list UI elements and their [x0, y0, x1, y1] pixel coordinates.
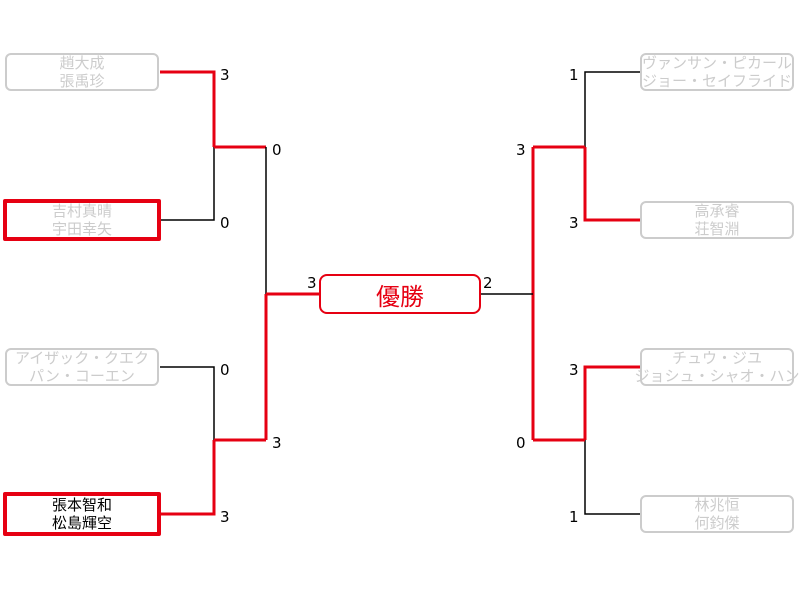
line-right-team3: [583, 365, 640, 440]
score-right-final: 2: [483, 274, 493, 292]
team-box-left-2: 吉村真晴 宇田幸矢: [3, 199, 161, 241]
team-box-left-4: 張本智和 松島輝空: [3, 492, 161, 536]
score-right-team2: 3: [569, 214, 579, 232]
score-right-team3: 3: [569, 361, 579, 379]
team-player-2: 宇田幸矢: [51, 220, 112, 238]
team-player-1: ヴァンサン・ピカール: [642, 54, 793, 72]
score-left-semi2: 3: [272, 434, 282, 452]
team-player-1: 吉村真晴: [51, 202, 112, 220]
line-left-team1: [160, 70, 216, 147]
team-player-2: ジョシュ・シャオ・ハン: [634, 367, 800, 385]
champion-box: 優勝: [319, 274, 481, 314]
team-player-2: パン・コーエン: [29, 367, 135, 385]
team-player-2: ジョー・セイフライド: [642, 72, 793, 90]
team-box-right-1: ヴァンサン・ピカール ジョー・セイフライド: [640, 53, 794, 91]
score-right-semi1: 3: [516, 141, 526, 159]
team-player-2: 荘智淵: [694, 220, 740, 238]
champion-label: 優勝: [376, 282, 424, 311]
team-player-1: 趙大成: [59, 54, 105, 72]
team-box-right-2: 高承睿 荘智淵: [640, 201, 794, 239]
team-player-1: アイザック・クエク: [15, 349, 149, 367]
score-left-team2: 0: [220, 214, 230, 232]
score-left-team1: 3: [220, 66, 230, 84]
line-left-team2: [160, 147, 215, 221]
score-right-semi2: 0: [516, 434, 526, 452]
team-box-right-4: 林兆恒 何鈞傑: [640, 495, 794, 533]
line-left-team4: [160, 440, 216, 516]
line-right-team1: [584, 71, 640, 147]
score-left-final: 3: [307, 274, 317, 292]
score-right-team4: 1: [569, 508, 579, 526]
line-right-team2: [583, 147, 640, 222]
team-player-2: 何鈞傑: [694, 514, 740, 532]
score-left-team4: 3: [220, 508, 230, 526]
team-player-1: 張本智和: [51, 496, 112, 514]
team-player-2: 張禹珍: [59, 72, 105, 90]
team-box-left-3: アイザック・クエク パン・コーエン: [5, 348, 159, 386]
team-player-2: 松島輝空: [51, 514, 112, 532]
score-left-team3: 0: [220, 361, 230, 379]
team-box-right-3: チュウ・ジユ ジョシュ・シャオ・ハン: [635, 348, 800, 386]
team-player-1: 林兆恒: [694, 496, 740, 514]
line-right-team4: [584, 440, 640, 515]
score-right-team1: 1: [569, 66, 579, 84]
score-left-semi1: 0: [272, 141, 282, 159]
team-player-1: 高承睿: [694, 202, 740, 220]
team-player-1: チュウ・ジユ: [671, 349, 762, 367]
team-box-left-1: 趙大成 張禹珍: [5, 53, 159, 91]
line-left-team3: [160, 366, 215, 440]
